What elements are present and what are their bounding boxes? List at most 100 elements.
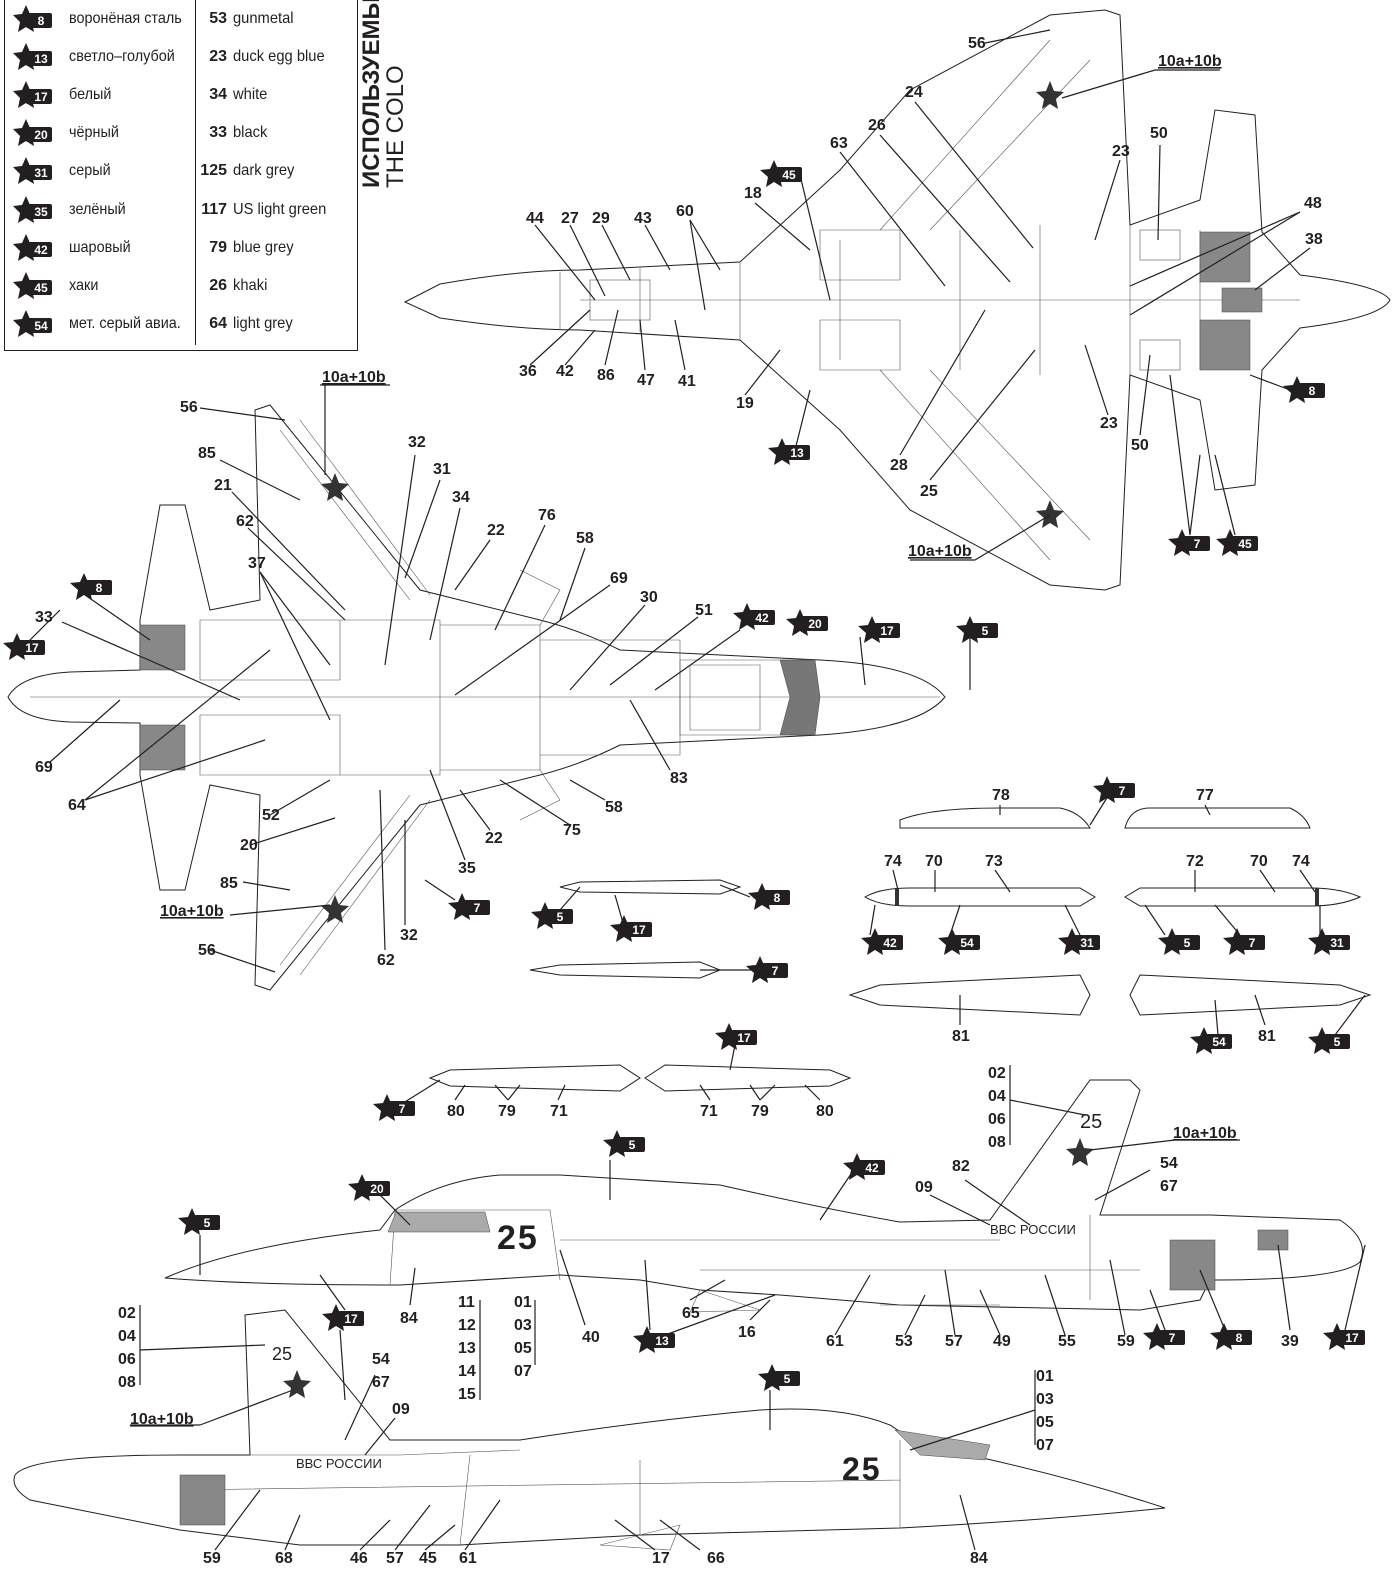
svg-text:42: 42 <box>34 243 48 257</box>
callout-label: 27 <box>561 210 579 227</box>
callout-label: 35 <box>458 860 476 877</box>
legend-english-name: light grey <box>233 315 293 332</box>
top-view-aircraft <box>403 9 1391 591</box>
legend-english-name: khaki <box>233 277 268 294</box>
paint-badge-number: 17 <box>880 624 894 638</box>
callout-label: 68 <box>275 1550 293 1567</box>
callout-label: 23 <box>1112 143 1130 160</box>
paint-badge-number: 17 <box>25 641 39 655</box>
paint-badge-number: 5 <box>629 1138 636 1152</box>
callout-label: 41 <box>678 373 696 390</box>
legend-row: 13 светло–голубой 23 duck egg blue <box>5 40 357 76</box>
legend-row: 35 зелёный 117 US light green <box>5 193 357 229</box>
paint-badge-number: 5 <box>1334 1035 1341 1049</box>
paint-badge-star-icon: 5 <box>178 1208 220 1235</box>
air-force-lettering: ВВС РОССИИ <box>990 1222 1076 1237</box>
legend-divider <box>195 0 196 345</box>
legend-english-name: black <box>233 124 268 141</box>
callout-label: 80 <box>447 1103 465 1120</box>
callout-label: 08 <box>988 1134 1006 1151</box>
callout-label: 47 <box>637 372 655 389</box>
callout-label: 01 <box>1036 1368 1054 1385</box>
callout-label: 04 <box>988 1088 1006 1105</box>
callout-label: 05 <box>514 1340 532 1357</box>
callout-label: 13 <box>458 1340 476 1357</box>
paint-badge-star-icon: 13 <box>768 438 810 465</box>
star-badge-icon: 45 <box>13 272 52 299</box>
paint-badge-star-icon: 17 <box>610 915 652 942</box>
callout-label: 46 <box>350 1550 368 1567</box>
legend-paint-number: 53 <box>209 10 227 27</box>
fin-tail-number: 25 <box>1080 1111 1102 1133</box>
side-view-left: 25 25 ВВС РОССИИ <box>13 1305 1166 1551</box>
legend-row: 42 шаровый 79 blue grey <box>5 231 357 267</box>
paint-badge-number: 7 <box>399 1102 406 1116</box>
callout-label: 09 <box>392 1401 410 1418</box>
side-tail-number-left: 25 <box>842 1451 882 1487</box>
legend-russian-name: светло–голубой <box>69 48 175 65</box>
legend-russian-name: шаровый <box>69 239 131 256</box>
paint-badge-star-icon: 7 <box>1168 529 1210 556</box>
callout-label: 07 <box>514 1363 532 1380</box>
callout-label: 74 <box>1292 853 1310 870</box>
legend-row: 20 чёрный 33 black <box>5 116 357 152</box>
callout-label: 25 <box>920 483 938 500</box>
svg-text:13: 13 <box>34 52 48 66</box>
weapons-stores <box>399 792 1372 1106</box>
callout-label: 39 <box>1281 1333 1299 1350</box>
callout-label: 03 <box>514 1317 532 1334</box>
callout-label: 53 <box>895 1333 913 1350</box>
callout-label: 11 <box>458 1294 475 1311</box>
star-badge-icon: 42 <box>13 234 52 261</box>
callout-label: 61 <box>826 1333 844 1350</box>
callout-label: 85 <box>198 445 216 462</box>
paint-badge-number: 7 <box>474 901 481 915</box>
callout-label: 72 <box>1186 853 1204 870</box>
paint-badge-star-icon: 20 <box>786 609 828 636</box>
paint-badge-star-icon: 5 <box>603 1130 645 1157</box>
callout-label: 24 <box>905 84 923 101</box>
paint-badge-star-icon: 13 <box>633 1326 675 1353</box>
svg-text:35: 35 <box>34 205 48 219</box>
callout-label: 71 <box>700 1103 718 1120</box>
side-view-right: 25 25 ВВС РОССИИ <box>164 1065 1366 1400</box>
bottom-view-aircraft <box>7 384 971 991</box>
callout-label: 26 <box>868 117 886 134</box>
paint-badge-star-icon: 45 <box>1216 529 1258 556</box>
callout-label: 64 <box>68 797 86 814</box>
callout-label: 57 <box>945 1333 963 1350</box>
legend-row: 31 серый 125 dark grey <box>5 154 357 190</box>
svg-text:45: 45 <box>34 281 48 295</box>
callout-label: 32 <box>408 434 426 451</box>
svg-text:54: 54 <box>34 319 48 333</box>
callout-label: 71 <box>550 1103 568 1120</box>
paint-badge-star-icon: 5 <box>1308 1027 1350 1054</box>
legend-row: 45 хаки 26 khaki <box>5 269 357 305</box>
paint-badge-number: 42 <box>883 936 897 950</box>
callout-label: 29 <box>592 210 610 227</box>
callout-label: 56 <box>968 35 986 52</box>
callout-label: 48 <box>1304 195 1322 212</box>
callout-label: 78 <box>992 787 1010 804</box>
callout-label: 82 <box>952 1158 970 1175</box>
callout-label: 69 <box>35 759 53 776</box>
callout-label: 31 <box>433 461 451 478</box>
air-force-lettering-left: ВВС РОССИИ <box>296 1456 382 1471</box>
paint-badge-number: 17 <box>1345 1331 1359 1345</box>
callout-label: 52 <box>262 807 280 824</box>
legend-english-name: gunmetal <box>233 10 294 27</box>
callout-label: 81 <box>952 1028 970 1045</box>
svg-text:8: 8 <box>38 14 45 28</box>
callout-label: 10a+10b <box>322 369 386 386</box>
callout-label: 59 <box>203 1550 221 1567</box>
paint-badge-star-icon: 5 <box>531 902 573 929</box>
paint-badge-star-icon: 54 <box>1190 1027 1232 1054</box>
callout-label: 37 <box>248 555 266 572</box>
paint-badge-number: 8 <box>1309 384 1316 398</box>
paint-badge-star-icon: 5 <box>758 1364 800 1391</box>
paint-badge-number: 54 <box>960 936 974 950</box>
legend-paint-number: 26 <box>209 277 227 294</box>
paint-badge-star-icon: 17 <box>3 633 45 660</box>
callout-label: 44 <box>526 210 544 227</box>
